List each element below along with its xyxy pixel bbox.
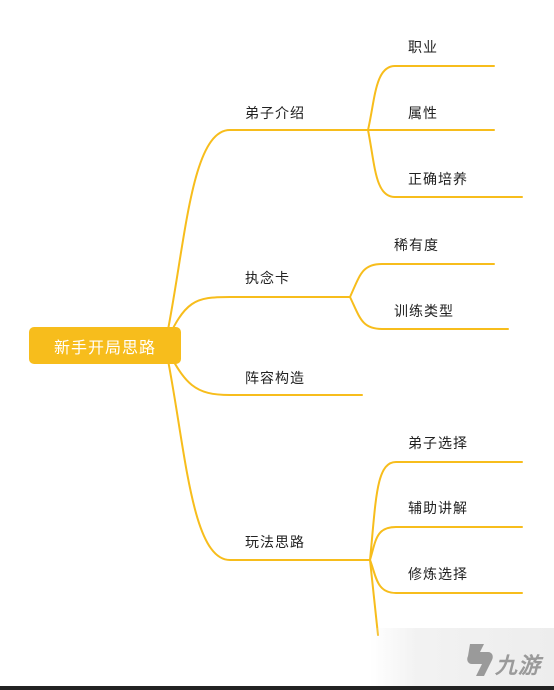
- leaf-label-1-1[interactable]: 职业: [408, 40, 438, 56]
- branch-label-2[interactable]: 执念卡: [245, 271, 290, 287]
- connector-branch-1-child-3: [367, 129, 523, 198]
- leaf-label-1-2[interactable]: 属性: [408, 106, 438, 122]
- leaf-label-1-3[interactable]: 正确培养: [408, 172, 468, 188]
- branch-label-1[interactable]: 弟子介绍: [245, 106, 305, 122]
- leaf-label-4-3[interactable]: 修炼选择: [408, 567, 468, 583]
- leaf-label-2-2[interactable]: 训练类型: [394, 304, 454, 320]
- connector-branch-4-child-2: [369, 526, 523, 561]
- leaf-label-4-2[interactable]: 辅助讲解: [408, 501, 468, 517]
- watermark-text: 九游: [495, 654, 542, 679]
- leaf-label-2-1[interactable]: 稀有度: [394, 238, 439, 254]
- bottom-border: [0, 686, 554, 690]
- branch-label-3[interactable]: 阵容构造: [245, 371, 305, 387]
- root-node-label: 新手开局思路: [53, 337, 156, 357]
- connector-branch-4-child-3: [369, 559, 523, 594]
- connector-branch-4-child-1: [369, 461, 523, 561]
- jiuyou-logo-icon: [467, 644, 493, 676]
- root-node[interactable]: 新手开局思路: [29, 327, 181, 364]
- connector-root-branch-1: [164, 129, 369, 346]
- connector-branch-4-extra: [369, 559, 379, 636]
- branch-label-4[interactable]: 玩法思路: [245, 535, 305, 551]
- connector-root-branch-4: [164, 344, 371, 561]
- leaf-label-4-1[interactable]: 弟子选择: [408, 436, 468, 452]
- connector-root-branch-2: [164, 296, 351, 346]
- connector-branch-1-child-1: [367, 65, 495, 131]
- connector-branch-2-child-1: [349, 263, 495, 298]
- connector-branch-2-child-2: [349, 296, 509, 330]
- watermark-band: [370, 628, 554, 690]
